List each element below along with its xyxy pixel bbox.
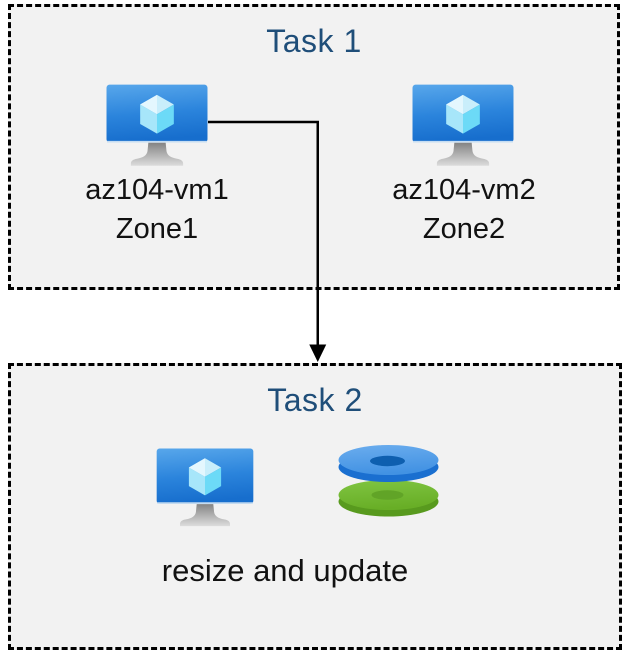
virtual-machine-icon [106,84,208,170]
task2-title: Task 2 [267,382,363,418]
task2-box: Task 2 [8,363,622,650]
virtual-machine-icon [412,84,514,170]
vm1-label: az104-vm1 Zone1 [32,171,282,249]
task1-title: Task 1 [266,23,362,59]
vm2-label: az104-vm2 Zone2 [339,171,589,249]
task2-caption: resize and update [161,553,409,588]
vm1-zone: Zone1 [115,213,199,245]
disks-icon [337,444,441,517]
vm2-zone: Zone2 [422,213,506,245]
vm2-name: az104-vm2 [392,174,536,206]
arrowhead-icon [309,344,327,362]
virtual-machine-icon [156,448,254,530]
vm1-name: az104-vm1 [85,174,229,206]
